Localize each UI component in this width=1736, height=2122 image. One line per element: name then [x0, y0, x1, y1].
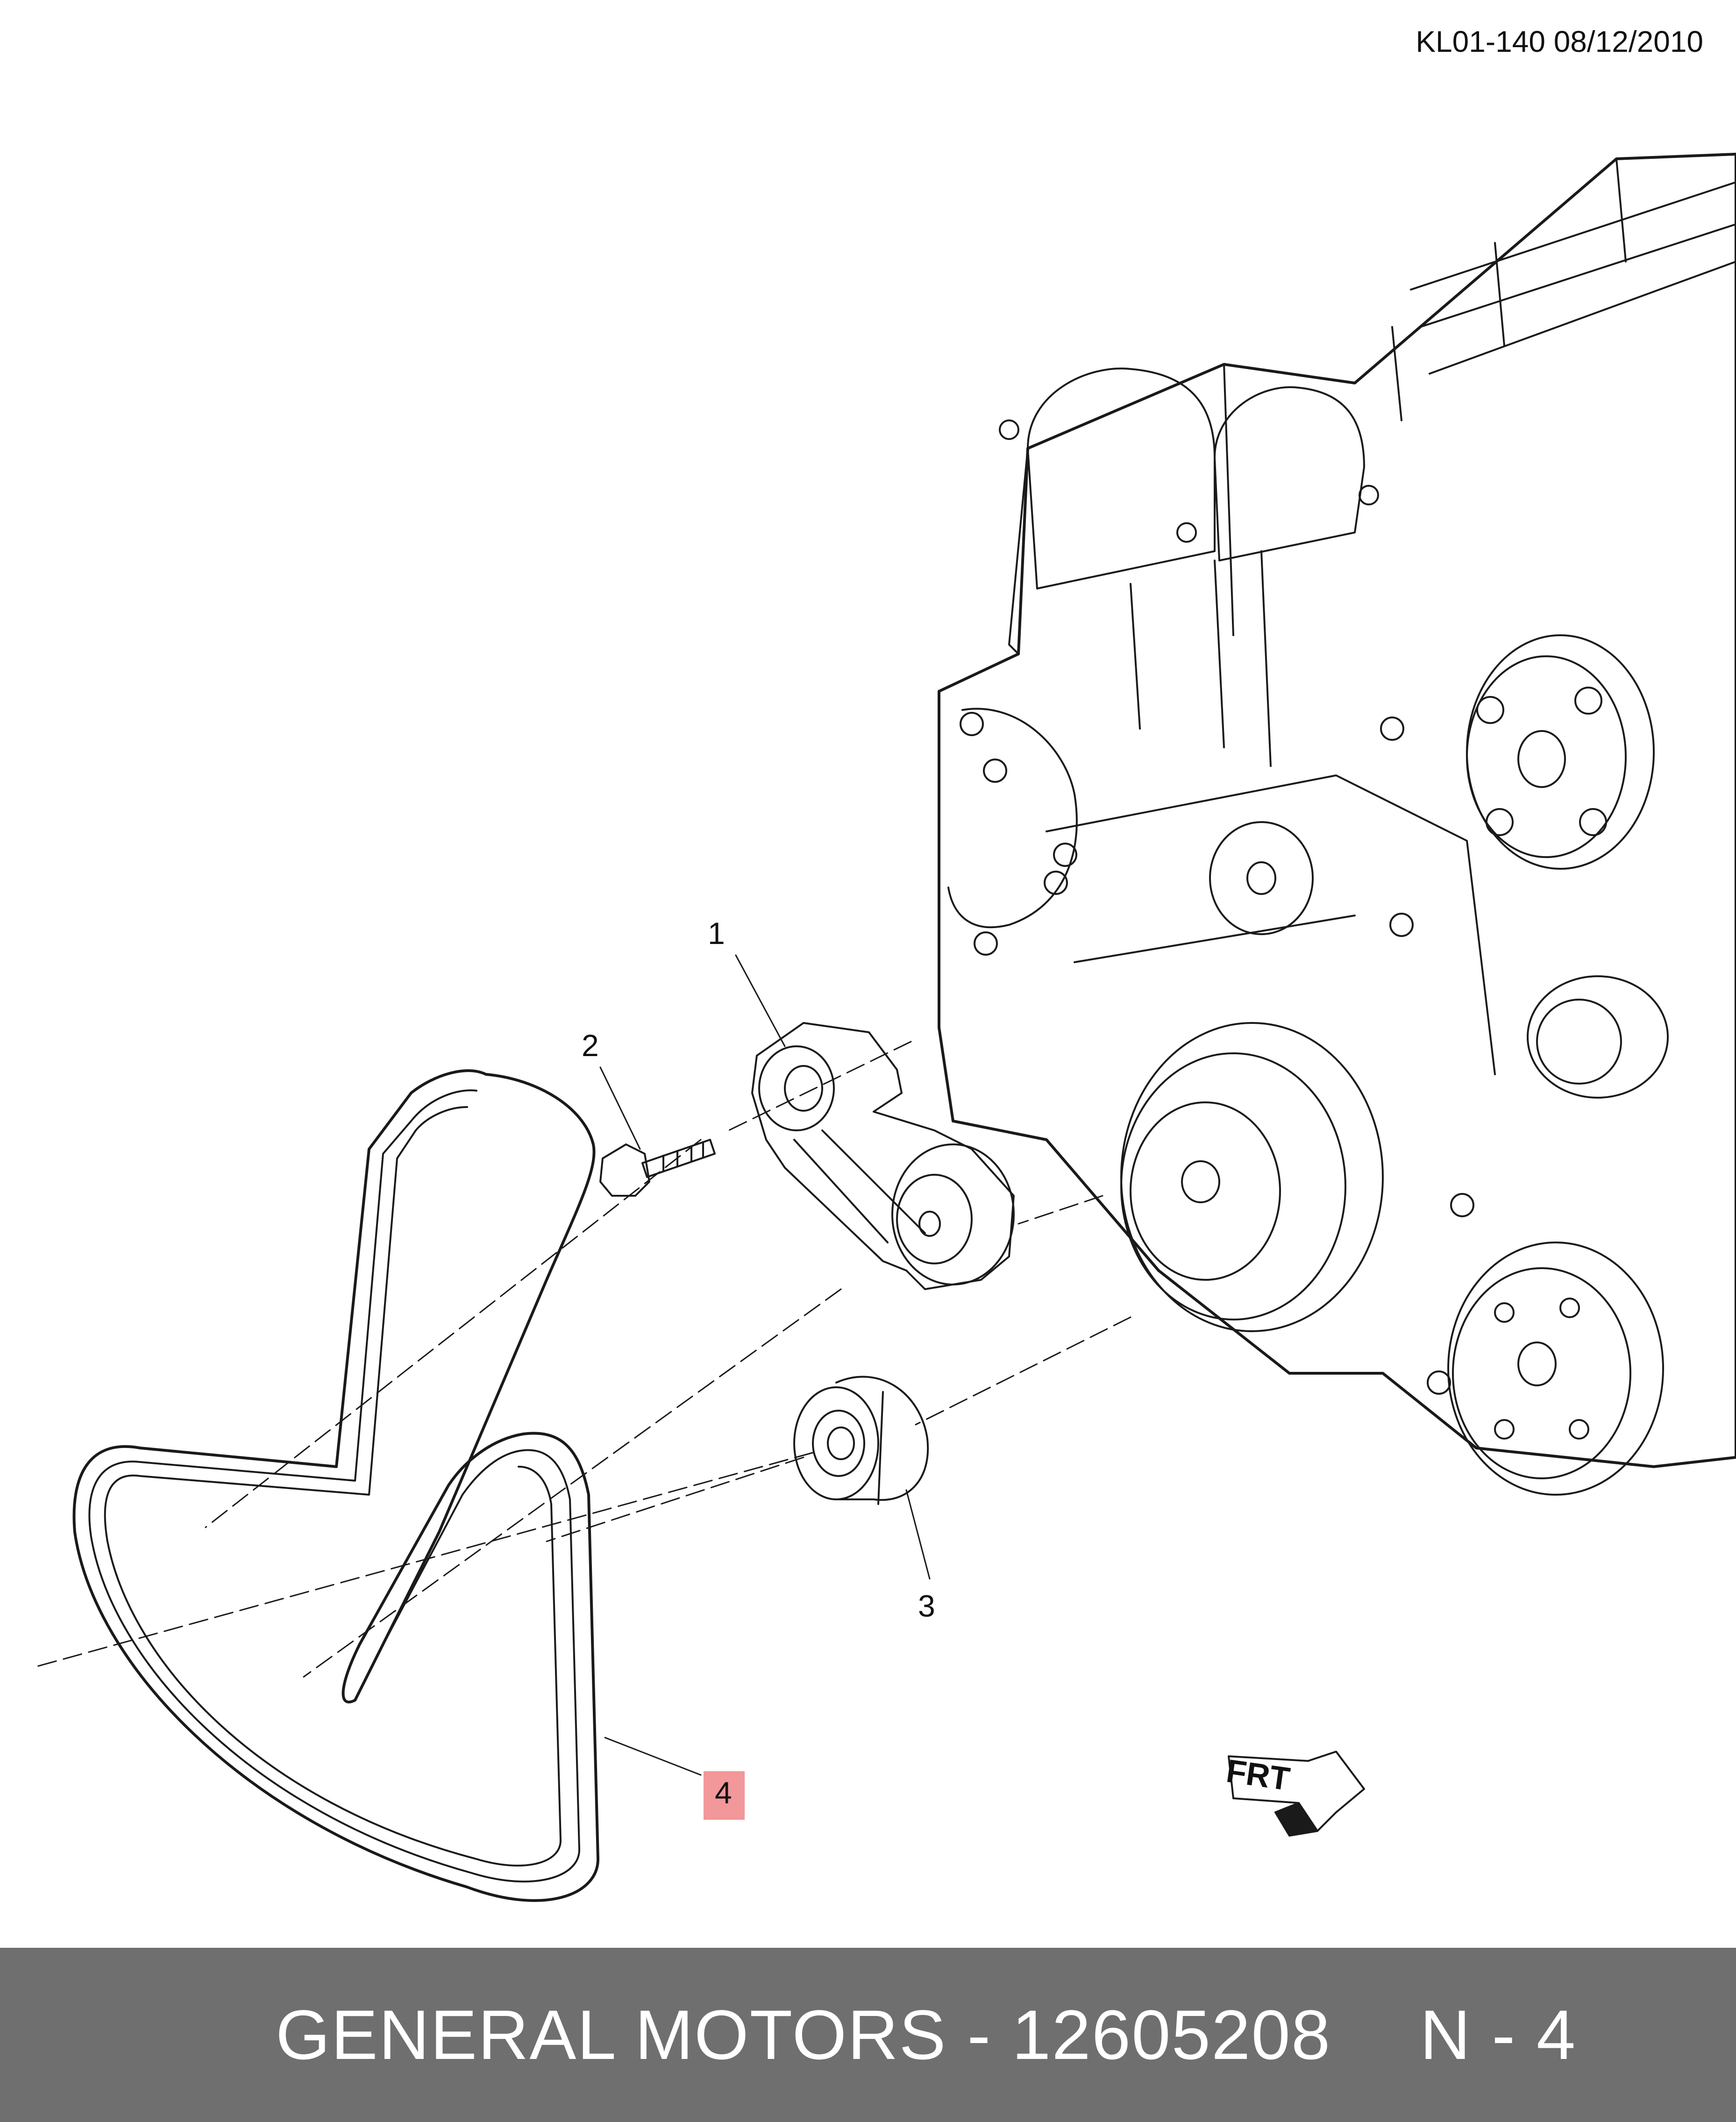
- engine-pulleys: [1120, 634, 1669, 1496]
- footer-separator: -: [946, 1995, 1012, 2074]
- part-3-idler-pulley: [793, 1376, 929, 1505]
- alignment-lines: [32, 1041, 1131, 1678]
- engine-block: [938, 153, 1736, 1468]
- part-4-drive-belt: [72, 1069, 599, 1902]
- exploded-view-drawing: [32, 153, 1736, 1902]
- footer-caption: GENERAL MOTORS - 12605208 N - 4: [276, 1994, 1576, 2075]
- callout-label-2: 2: [582, 1028, 599, 1063]
- part-1-tensioner: [751, 1022, 1015, 1290]
- callout-leaders: [599, 954, 931, 1776]
- footer-part-number: 12605208: [1011, 1995, 1331, 2074]
- callout-label-1: 1: [708, 916, 725, 951]
- footer-brand: GENERAL MOTORS: [276, 1995, 947, 2074]
- document-code: KL01-140 08/12/2010: [1416, 25, 1703, 58]
- footer-bar: GENERAL MOTORS - 12605208 N - 4: [0, 1948, 1736, 2122]
- footer-position-label: N - 4: [1420, 1995, 1577, 2074]
- callout-highlight: [704, 1771, 745, 1820]
- callout-label-4: 4: [715, 1775, 732, 1810]
- part-2-bolt: [599, 1139, 716, 1197]
- front-direction-arrow: [1228, 1751, 1365, 1837]
- callout-label-3: 3: [918, 1589, 935, 1623]
